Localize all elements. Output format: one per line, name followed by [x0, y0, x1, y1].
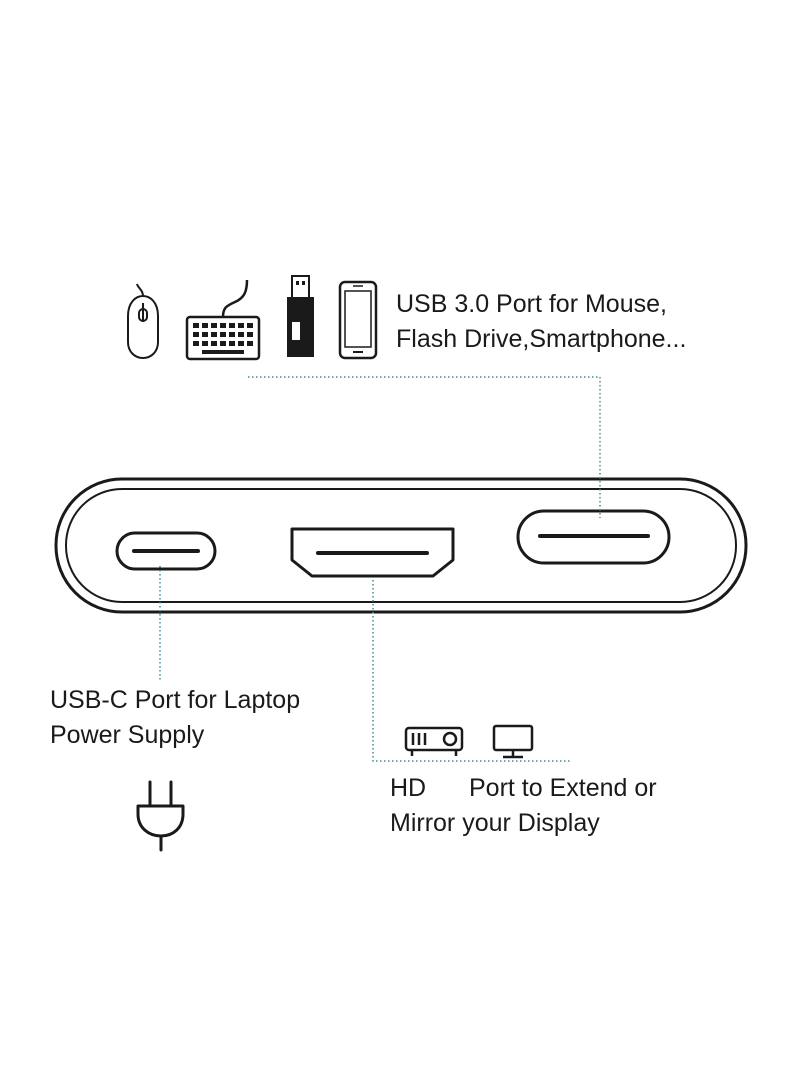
usbc-port-label: USB-C Port for Laptop Power Supply — [50, 683, 300, 753]
usb-flash-drive-icon — [287, 275, 314, 357]
hd-leader-line — [372, 580, 570, 762]
usb3-label-line2: Flash Drive,Smartphone... — [396, 325, 687, 353]
keyboard-icon — [185, 279, 261, 361]
hdmi-port — [290, 527, 455, 578]
adapter-body-outer — [54, 477, 748, 614]
usb3-label-line1: USB 3.0 Port for Mouse, — [396, 290, 667, 318]
smartphone-icon — [338, 280, 378, 360]
power-plug-icon — [136, 780, 185, 852]
usb-3-port — [516, 509, 671, 565]
hd-label-word: HD — [390, 774, 427, 802]
usb3-leader-line — [248, 376, 601, 518]
hd-label-line2: Mirror your Display — [390, 809, 600, 837]
usb3-port-label: USB 3.0 Port for Mouse, Flash Drive,Smar… — [396, 287, 686, 357]
usbc-label-line1: USB-C Port for Laptop — [50, 686, 301, 714]
adapter-body-inner — [65, 488, 737, 603]
hd-label-line1-rest: Port to Extend or — [469, 774, 657, 802]
projector-icon — [404, 726, 464, 756]
usbc-label-line2: Power Supply — [50, 721, 205, 749]
monitor-icon — [492, 724, 534, 759]
usb-c-port — [115, 531, 217, 571]
mouse-icon — [127, 283, 159, 360]
